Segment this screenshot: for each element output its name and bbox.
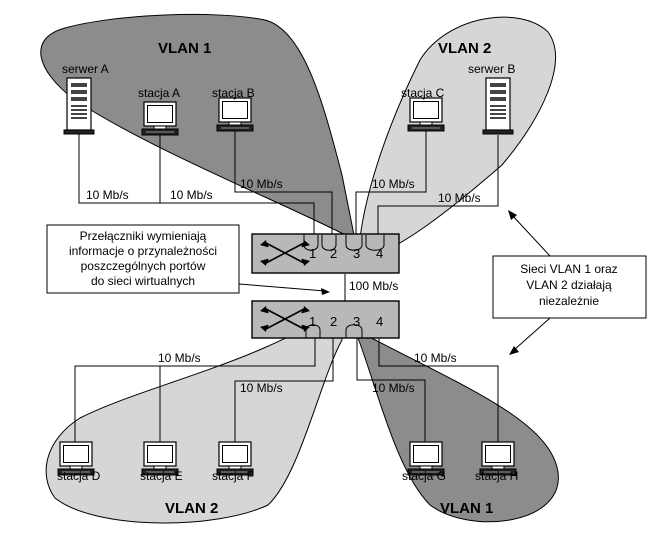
label-stacja-d: stacja D: [57, 469, 101, 483]
label-stacja-a: stacja A: [138, 86, 180, 100]
switch-bottom-port-1: 1: [309, 314, 316, 329]
arrow-to-vlan2-top: [511, 214, 551, 257]
speed-label-serwer-b: 10 Mb/s: [438, 191, 481, 205]
speed-label-serwer-a: 10 Mb/s: [86, 188, 129, 202]
wire-stacja-c: [355, 131, 427, 235]
switch-bottom: 1 2 3 4: [251, 300, 400, 339]
vlan-label-top-right: VLAN 2: [438, 40, 491, 57]
note-vlan-independent-line-2: VLAN 2 działają: [526, 278, 612, 292]
arrow-to-vlan2-top-head: [508, 210, 517, 220]
note-switch-info-pointer: [238, 283, 326, 292]
switch-top: 1 2 3 4: [251, 233, 400, 274]
speed-label-trunk: 100 Mb/s: [349, 279, 398, 293]
speed-label-stacja-b: 10 Mb/s: [240, 177, 283, 191]
speed-label-stacja-f: 10 Mb/s: [240, 381, 283, 395]
vlan-label-top-left: VLAN 1: [158, 40, 211, 57]
stacja-c-monitor-icon: [407, 97, 445, 132]
switch-bottom-port-3: 3: [353, 314, 360, 329]
note-switch-info-line-2: informacje o przynależności: [69, 244, 217, 258]
wire-stacja-h: [378, 326, 499, 442]
note-switch-info-line-4: do sieci wirtualnych: [91, 274, 195, 288]
note-vlan-independent-line-1: Sieci VLAN 1 oraz: [520, 262, 617, 276]
label-stacja-g: stacja G: [402, 469, 446, 483]
wire-stacja-b: [234, 131, 333, 235]
switch-top-port-1: 1: [309, 246, 316, 261]
note-switch-info-arrowhead: [321, 288, 330, 295]
label-stacja-c: stacja C: [401, 86, 445, 100]
note-vlan-independent: Sieci VLAN 1 oraz VLAN 2 działają niezal…: [492, 255, 647, 319]
label-stacja-b: stacja B: [212, 86, 255, 100]
wire-serwer-a: [78, 133, 315, 235]
note-vlan-independent-line-3: niezależnie: [539, 294, 599, 308]
note-switch-info-line-1: Przełączniki wymieniają: [80, 229, 207, 243]
speed-label-stacja-d: 10 Mb/s: [158, 351, 201, 365]
serwer-a-server-icon: [63, 77, 95, 135]
arrow-to-vlan1-bottom-head: [509, 346, 519, 355]
stacja-b-monitor-icon: [216, 97, 254, 132]
vlan-label-bottom-left: VLAN 2: [165, 500, 218, 517]
vlan1-area-top-left: [40, 13, 356, 241]
wire-stacja-d: [74, 326, 316, 442]
label-stacja-f: stacja F: [212, 469, 254, 483]
speed-label-stacja-c: 10 Mb/s: [372, 177, 415, 191]
switch-top-port-3: 3: [353, 246, 360, 261]
wire-stacja-g: [356, 326, 426, 442]
serwer-b-server-icon: [482, 77, 514, 135]
speed-label-stacja-h: 10 Mb/s: [414, 351, 457, 365]
note-switch-info: Przełączniki wymieniają informacje o prz…: [46, 224, 240, 294]
arrow-to-vlan1-bottom: [513, 317, 551, 351]
wire-stacja-f: [234, 326, 334, 442]
wire-serwer-b: [377, 135, 499, 235]
note-switch-info-line-3: poszczególnych portów: [81, 259, 206, 273]
switch-top-port-4: 4: [376, 246, 383, 261]
speed-label-stacja-a: 10 Mb/s: [170, 188, 213, 202]
speed-label-stacja-g: 10 Mb/s: [372, 381, 415, 395]
vlan-label-bottom-right: VLAN 1: [440, 500, 493, 517]
stacja-a-monitor-icon: [141, 101, 179, 136]
label-stacja-h: stacja H: [475, 469, 518, 483]
label-serwer-b: serwer B: [468, 62, 515, 76]
switch-top-port-2: 2: [330, 246, 337, 261]
switch-bottom-port-4: 4: [376, 314, 383, 329]
label-serwer-a: serwer A: [62, 62, 109, 76]
vlan2-area-bottom-left: [45, 304, 343, 524]
label-stacja-e: stacja E: [140, 469, 183, 483]
switch-bottom-port-2: 2: [330, 314, 337, 329]
